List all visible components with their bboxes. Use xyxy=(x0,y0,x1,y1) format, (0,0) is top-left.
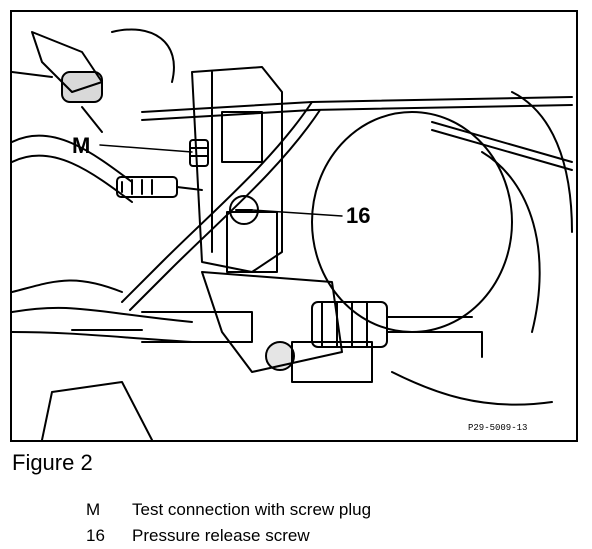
legend-item: M Test connection with screw plug xyxy=(86,497,371,523)
bottom-cap xyxy=(265,341,295,371)
brake-lines xyxy=(121,96,573,311)
leader-16 xyxy=(251,209,343,217)
legend-text: Pressure release screw xyxy=(132,526,310,545)
test-connection-screw-plug xyxy=(189,139,209,167)
figure-caption: Figure 2 xyxy=(12,450,93,475)
top-cable xyxy=(111,28,175,83)
legend-item: 16 Pressure release screw xyxy=(86,523,371,549)
label-m: M xyxy=(72,133,90,158)
lower-line xyxy=(391,371,553,406)
legend-key: 16 xyxy=(86,526,105,545)
legend-text: Test connection with screw plug xyxy=(132,500,372,519)
legend: M Test connection with screw plug 16 Pre… xyxy=(86,497,371,549)
part-code: P29-5009-13 xyxy=(468,423,527,433)
top-left-fitting xyxy=(12,31,103,133)
valve-block xyxy=(71,66,483,383)
left-cable-bundle xyxy=(12,134,193,343)
figure-illustration: M 16 P29-5009-13 xyxy=(10,10,578,442)
label-16: 16 xyxy=(346,203,370,228)
bottom-bracket xyxy=(41,381,153,440)
legend-key: M xyxy=(86,500,101,519)
leader-m xyxy=(99,144,193,153)
